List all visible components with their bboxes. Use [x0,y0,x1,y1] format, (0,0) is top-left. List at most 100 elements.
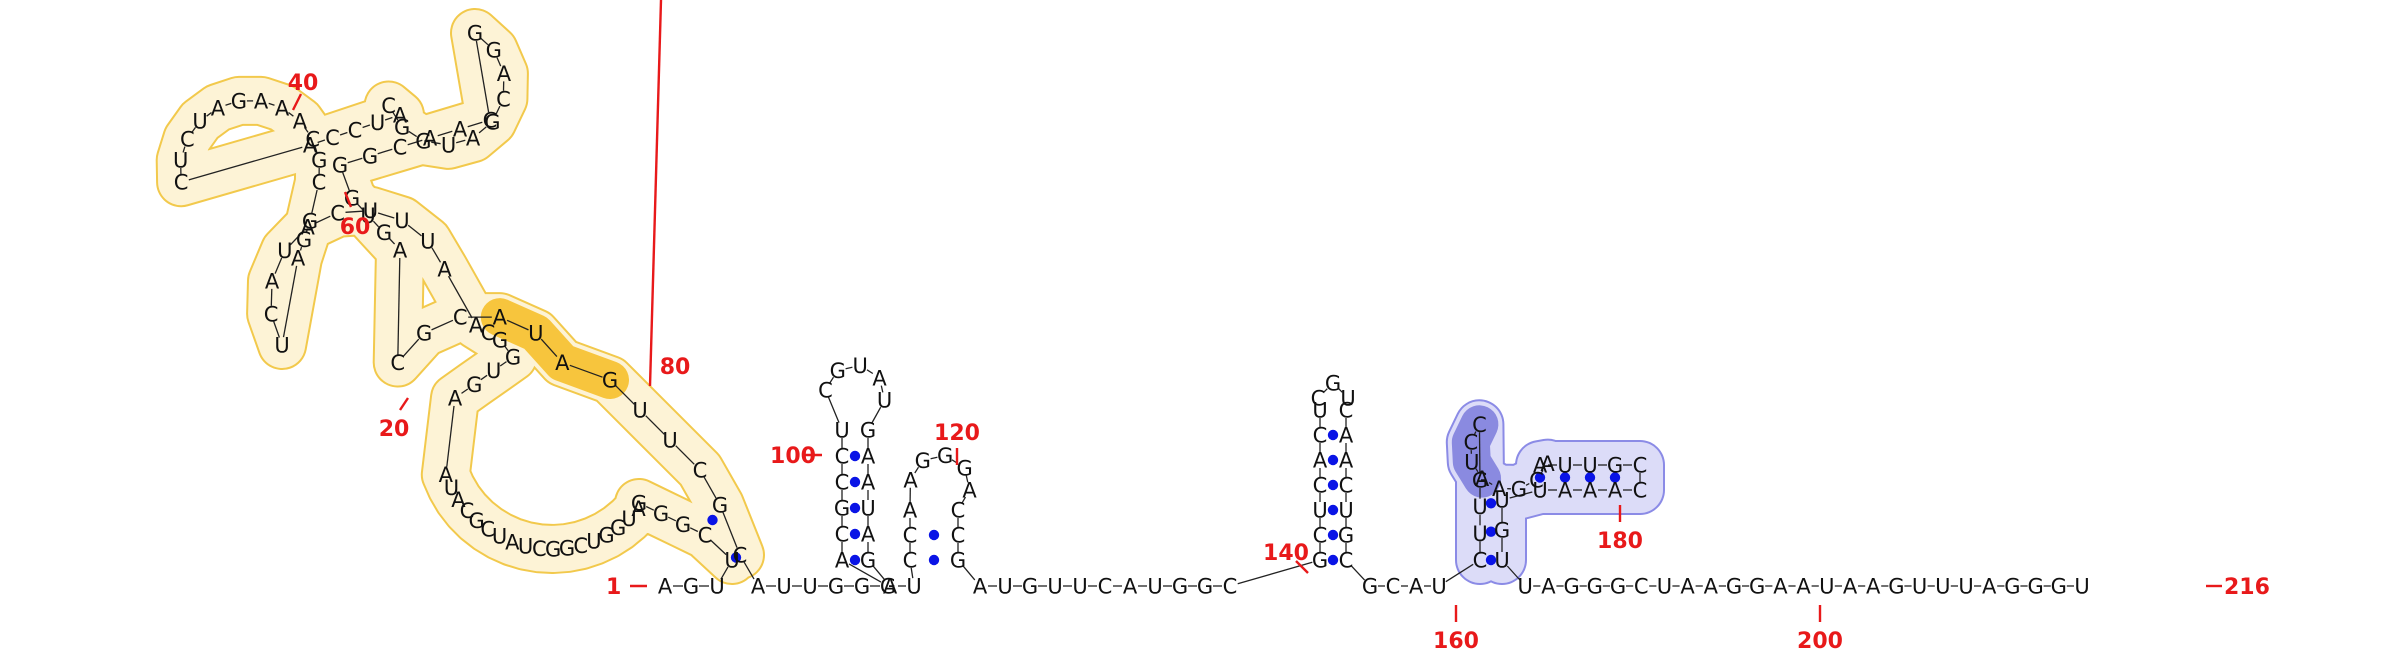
nucleotide-107: U [834,419,849,443]
nucleotide-147: A [1313,449,1328,473]
nucleotide-6: G [675,513,691,537]
backbone-link [356,203,364,210]
backbone-link [910,567,914,579]
backbone-link [407,139,423,146]
nucleotide-119: A [883,575,898,599]
backbone-link [268,102,275,106]
nucleotide-208: U [1958,575,1973,599]
backbone-link [667,516,677,522]
nucleotide-122: C [903,524,918,548]
base-pair-dot [1584,472,1596,483]
nucleotide-28: G [466,373,482,397]
nucleotide-140: G [1172,575,1188,599]
nucleotide-201: A [1796,575,1811,599]
backbone-link [703,476,717,499]
base-pair-dot [1327,504,1339,516]
nucleotide-44: A [291,247,306,271]
backbone-link [311,189,318,214]
nucleotide-60: C [325,126,340,150]
base-pair-dot [707,514,718,526]
base-pair-dot [849,528,861,540]
nucleotide-57: U [173,149,188,173]
nucleotide-68: A [466,127,481,151]
nucleotide-175: A [1540,452,1555,476]
backbone-link [540,338,558,358]
backbone-link [288,111,294,117]
backbone-link [1509,491,1533,499]
nucleotide-40: U [277,239,292,263]
nucleotide-75: A [453,118,468,142]
nucleotide-9: A [631,497,646,521]
nucleotide-156: C [1339,474,1354,498]
backbone-link [314,146,318,153]
nucleotide-50: A [293,109,308,133]
base-pair-dot [1609,472,1621,483]
nucleotide-125: G [915,449,931,473]
backbone-link [289,232,303,246]
nucleotide-172: A [1492,477,1507,501]
nucleotide-34: A [437,258,452,282]
nucleotide-116: U [860,497,875,521]
backbone-layer [180,37,2074,587]
nucleotide-25: U [444,476,459,500]
nucleotide-205: G [1888,575,1904,599]
backbone-link [930,456,938,460]
nucleotide-166: U [1472,495,1487,519]
nucleotide-197: A [1704,575,1719,599]
nucleotide-170: U [1464,450,1479,474]
nucleotide-154: A [1339,424,1354,448]
nucleotide-111: A [872,366,887,390]
label-100: 100 [770,444,816,469]
nucleotide-213: U [2074,575,2089,599]
backbone-link [569,364,603,378]
nucleotide-105: C [835,471,850,495]
nucleotide-177: U [1557,454,1572,478]
nucleotide-152: U [1340,387,1355,411]
nucleotide-32: C [481,321,496,345]
backbone-link [437,130,453,137]
backbone-link [339,131,348,136]
label-60: 60 [340,215,371,240]
backbone-link [1350,565,1366,581]
backbone-link [431,141,441,145]
nucleotide-162: A [1409,575,1424,599]
nucleotide-115: A [861,471,876,495]
nucleotide-37: U [363,199,378,223]
nucleotide-79: G [332,154,348,178]
nucleotide-90: G [602,369,618,393]
nucleotide-58: C [174,171,189,195]
nucleotide-35: U [420,229,435,253]
nucleotide-192: G [1587,575,1603,599]
base-pair-dot [1327,454,1339,466]
nucleotide-74: C [483,109,498,133]
label-140: 140 [1263,541,1309,566]
backbone-link [408,130,418,138]
nucleotide-73: G [467,22,483,46]
backbone-link [345,210,363,213]
nucleotide-163: U [1431,575,1446,599]
backbone-link [845,366,853,370]
base-pair-dot [1485,498,1497,509]
backbone-link [848,563,882,583]
backbone-link [645,415,665,435]
nucleotide-104: G [834,497,850,521]
nucleotide-206: U [1912,575,1927,599]
nucleotide-109: G [830,359,846,383]
nucleotide-123: A [903,499,918,523]
nucleotide-120: U [906,575,921,599]
backbone-link [1338,388,1343,393]
nucleotide-155: A [1339,449,1354,473]
nucleotide-209: A [1982,575,1997,599]
base-pair-dot [1485,526,1497,537]
nucleotide-86: C [453,306,468,330]
backbone-link [282,265,298,338]
nucleotide-55: U [192,109,207,133]
nucleotide-53: G [231,89,247,113]
backbone-link [914,466,920,474]
nucleotide-61: C [348,119,363,143]
nucleotide-65: G [394,116,410,140]
nucleotide-56: C [180,127,195,151]
nucleotide-171: A [1475,467,1490,491]
nucleotide-77: C [393,136,408,160]
